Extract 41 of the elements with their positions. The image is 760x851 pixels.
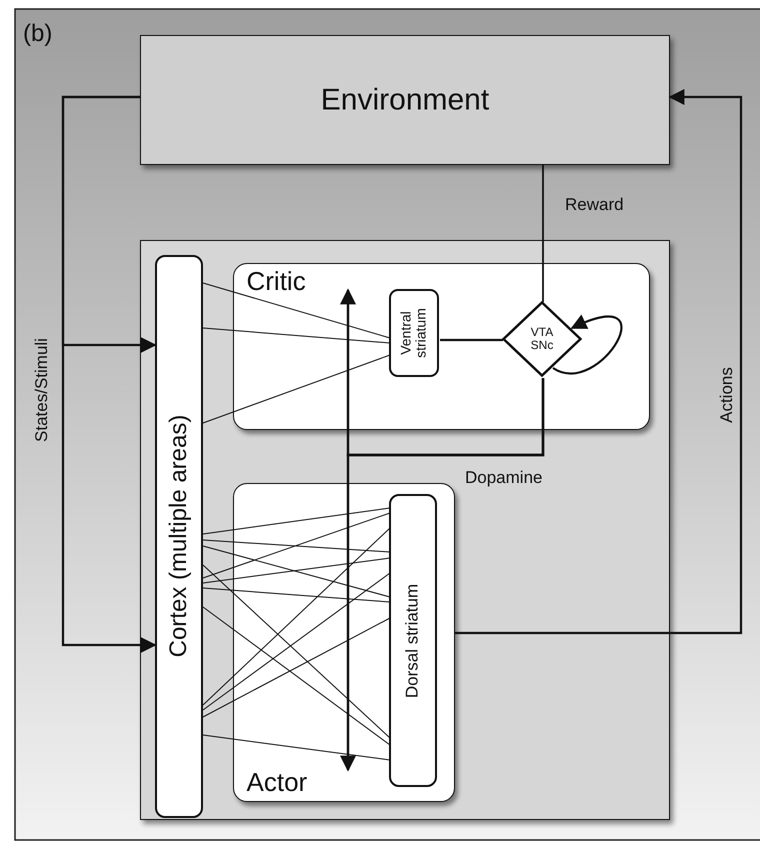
environment-box — [140, 35, 670, 165]
connector-line — [202, 564, 390, 738]
arrow — [455, 89, 742, 634]
connector-line — [202, 512, 390, 578]
arrow — [340, 378, 544, 772]
node-label: Environment — [320, 84, 490, 116]
edge-label: Reward — [565, 195, 624, 215]
region-box — [389, 494, 437, 787]
connector-line — [202, 606, 390, 746]
connector-line — [202, 540, 390, 552]
connector-line — [202, 282, 390, 338]
node-label: Actor — [246, 768, 308, 796]
panel — [140, 240, 670, 820]
panel-letter: (b) — [23, 20, 52, 48]
edge-label: Dopamine — [465, 468, 542, 488]
node-label: VTA SNc — [530, 326, 554, 352]
node-label: Ventral striatum — [398, 307, 430, 360]
loop-arrow — [552, 315, 622, 374]
connector-line — [202, 528, 390, 706]
region-box — [389, 289, 439, 377]
connector-line — [202, 618, 390, 718]
group-panel — [232, 482, 454, 802]
edge-label: States/Stimuli — [32, 338, 52, 442]
node-label: Cortex (multiple areas) — [165, 414, 192, 658]
connector-line — [202, 508, 390, 534]
connector-line — [202, 546, 390, 598]
connector-line — [202, 734, 390, 760]
connector-line — [202, 572, 390, 710]
connector-line — [202, 588, 390, 602]
region-box — [154, 254, 202, 818]
edge-label: Actions — [717, 367, 737, 423]
connector-line — [202, 354, 390, 424]
connector-line — [440, 338, 503, 342]
connector-line — [202, 328, 390, 344]
node-label: Dorsal striatum — [404, 583, 422, 698]
node-label: Critic — [246, 266, 306, 296]
diamond-node — [502, 301, 582, 377]
connector-line — [202, 558, 390, 584]
arrow — [62, 96, 157, 653]
connector-line — [542, 165, 544, 302]
group-panel — [232, 262, 650, 430]
